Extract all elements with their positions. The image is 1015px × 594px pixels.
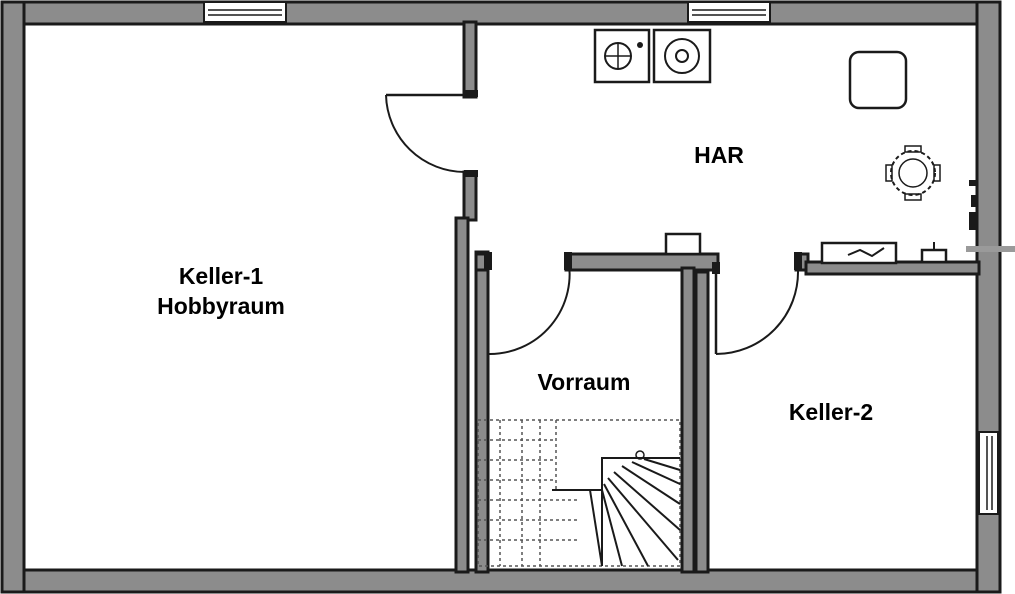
dryer-icon bbox=[652, 28, 712, 84]
wall-keller1-vorraum bbox=[454, 216, 470, 574]
room-label-vorraum: Vorraum bbox=[538, 369, 631, 395]
shelf-icon bbox=[664, 232, 702, 256]
meter-icon bbox=[920, 242, 948, 264]
window-icon bbox=[203, 1, 287, 23]
window-icon bbox=[978, 431, 999, 515]
wall-vorraum-left-inner bbox=[474, 250, 490, 574]
door-swing-icon bbox=[484, 252, 572, 356]
room-label-keller2: Keller-2 bbox=[789, 399, 873, 425]
boiler-icon bbox=[848, 50, 908, 110]
wall-keller1-har-middle bbox=[462, 170, 478, 222]
sink-icon bbox=[820, 241, 898, 265]
window-icon bbox=[687, 1, 771, 23]
room-label-har: HAR bbox=[694, 142, 744, 168]
wall-vorraum-keller2-a bbox=[680, 266, 696, 574]
wall-keller1-har-upper bbox=[462, 20, 478, 99]
table-chairs-icon bbox=[885, 145, 941, 201]
interior-walls bbox=[454, 20, 981, 574]
wall-top bbox=[0, 0, 1002, 26]
room-label-hobbyraum: Hobbyraum bbox=[157, 293, 285, 319]
har-fixtures bbox=[593, 28, 977, 265]
door-swing-icon bbox=[385, 90, 478, 177]
door-swing-icon bbox=[712, 252, 802, 355]
room-labels: Keller-1 Hobbyraum HAR Vorraum Keller-2 bbox=[157, 142, 873, 425]
room-label-keller1: Keller-1 bbox=[179, 263, 264, 289]
washing-machine-icon bbox=[593, 28, 651, 84]
wall-left bbox=[0, 0, 26, 594]
wall-bottom bbox=[0, 568, 1002, 594]
doors bbox=[385, 90, 802, 356]
windows bbox=[203, 1, 1015, 515]
wall-vorraum-keller2-b bbox=[694, 270, 710, 574]
wall-fittings bbox=[969, 180, 977, 230]
staircase-icon bbox=[477, 419, 681, 567]
